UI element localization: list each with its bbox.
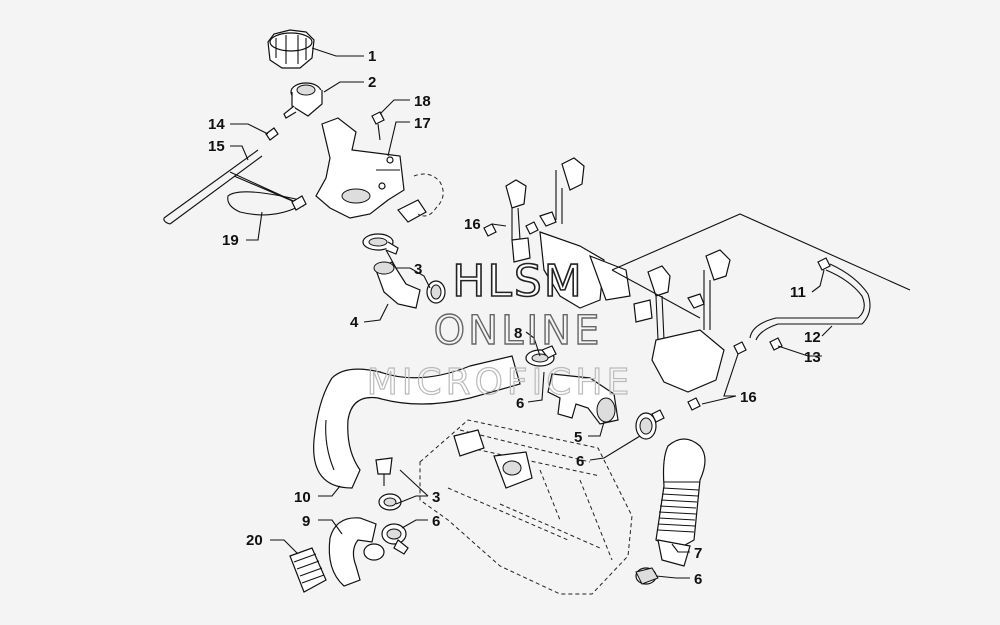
callout-10: 10 bbox=[294, 489, 311, 506]
tank-bracket bbox=[315, 117, 405, 219]
callout-9: 9 bbox=[302, 513, 310, 530]
callout-19: 19 bbox=[222, 232, 239, 249]
cable-tie bbox=[227, 171, 307, 216]
bleed-hose bbox=[749, 263, 871, 341]
callout-labels: 1 2 3 3 4 5 6 6 6 6 7 8 9 10 11 12 13 14… bbox=[208, 48, 821, 588]
bleed-fitting-bottom bbox=[769, 337, 783, 351]
callout-15: 15 bbox=[208, 138, 225, 155]
watermark-line1: HLSM bbox=[452, 256, 584, 307]
callout-16-left: 16 bbox=[464, 216, 481, 233]
sensor-assembly-right bbox=[633, 249, 731, 393]
elbow-clamp bbox=[426, 280, 446, 304]
callout-8: 8 bbox=[514, 325, 522, 342]
watermark: MICROFICHE ONLINE HLSM bbox=[366, 255, 633, 403]
callout-17: 17 bbox=[414, 115, 431, 132]
callout-5: 5 bbox=[574, 429, 582, 446]
tee-fitting bbox=[525, 345, 619, 425]
reference-box bbox=[611, 213, 911, 319]
callout-16-right: 16 bbox=[740, 389, 757, 406]
lower-clamp-right bbox=[635, 567, 659, 585]
callout-7: 7 bbox=[694, 545, 702, 562]
filler-neck bbox=[283, 82, 323, 119]
leader-lines bbox=[230, 47, 833, 579]
callout-3-lower: 3 bbox=[432, 489, 440, 506]
small-elbow-hose bbox=[328, 517, 385, 587]
callout-12: 12 bbox=[804, 329, 821, 346]
engine-block bbox=[419, 419, 633, 595]
callout-3-upper: 3 bbox=[414, 261, 422, 278]
bracket-bolt bbox=[371, 111, 385, 141]
hose-clip bbox=[375, 457, 393, 486]
vent-fitting bbox=[265, 127, 279, 141]
callout-13: 13 bbox=[804, 349, 821, 366]
upper-clamp bbox=[362, 233, 399, 255]
radiator-hose bbox=[313, 355, 521, 489]
callout-18: 18 bbox=[414, 93, 431, 110]
callout-6-c: 6 bbox=[432, 513, 440, 530]
watermark-line3: MICROFICHE bbox=[367, 362, 633, 403]
watermark-line2: ONLINE bbox=[434, 308, 603, 354]
sensor-assembly-left bbox=[505, 157, 631, 309]
callout-2: 2 bbox=[368, 74, 376, 91]
callout-4: 4 bbox=[350, 314, 359, 331]
filler-cap bbox=[267, 29, 315, 69]
hose-sleeve bbox=[289, 547, 327, 593]
callout-6-d: 6 bbox=[694, 571, 702, 588]
corrugated-hose bbox=[655, 438, 706, 567]
mid-clamp-right bbox=[381, 523, 409, 555]
vent-hose bbox=[163, 149, 263, 225]
mounting-bolts bbox=[483, 221, 747, 411]
callout-1: 1 bbox=[368, 48, 376, 65]
bleed-fitting-top bbox=[817, 257, 831, 271]
callout-14: 14 bbox=[208, 116, 225, 133]
tee-clamp bbox=[635, 409, 665, 440]
mid-clamp-left bbox=[378, 493, 402, 511]
callout-11: 11 bbox=[790, 284, 806, 301]
callout-6-a: 6 bbox=[516, 395, 524, 412]
callout-20: 20 bbox=[246, 532, 263, 549]
bracket-clip bbox=[397, 173, 444, 223]
callout-6-b: 6 bbox=[576, 453, 584, 470]
